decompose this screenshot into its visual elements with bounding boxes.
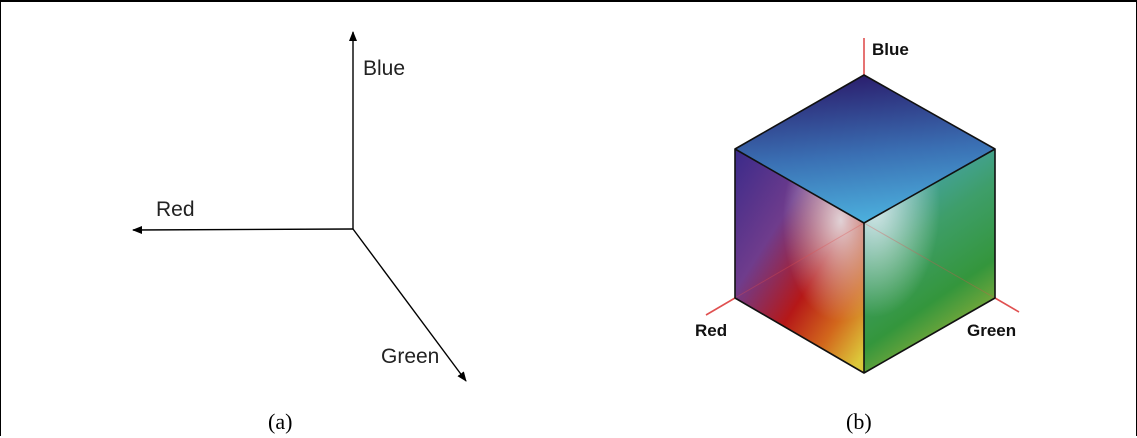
panel-b-blue-label: Blue (872, 40, 909, 59)
panel-a-green-label: Green (381, 345, 439, 368)
panel-a-axes: Blue Red Green (132, 31, 467, 382)
red-axis-arrow (132, 225, 354, 234)
panel-b-red-label: Red (695, 321, 727, 340)
panel-b-cube: Blue Red Green (695, 38, 1020, 374)
panel-a-blue-label: Blue (363, 57, 405, 80)
green-axis-arrow (352, 228, 467, 382)
panel-a-caption: (a) (268, 409, 292, 434)
cube-green-axis-stub (994, 297, 1020, 313)
panel-a-red-label: Red (156, 198, 195, 221)
panel-b-green-label: Green (967, 321, 1016, 340)
cube-red-axis-stub (705, 297, 736, 316)
cube-edges (734, 74, 996, 374)
panel-b-caption: (b) (846, 409, 872, 434)
